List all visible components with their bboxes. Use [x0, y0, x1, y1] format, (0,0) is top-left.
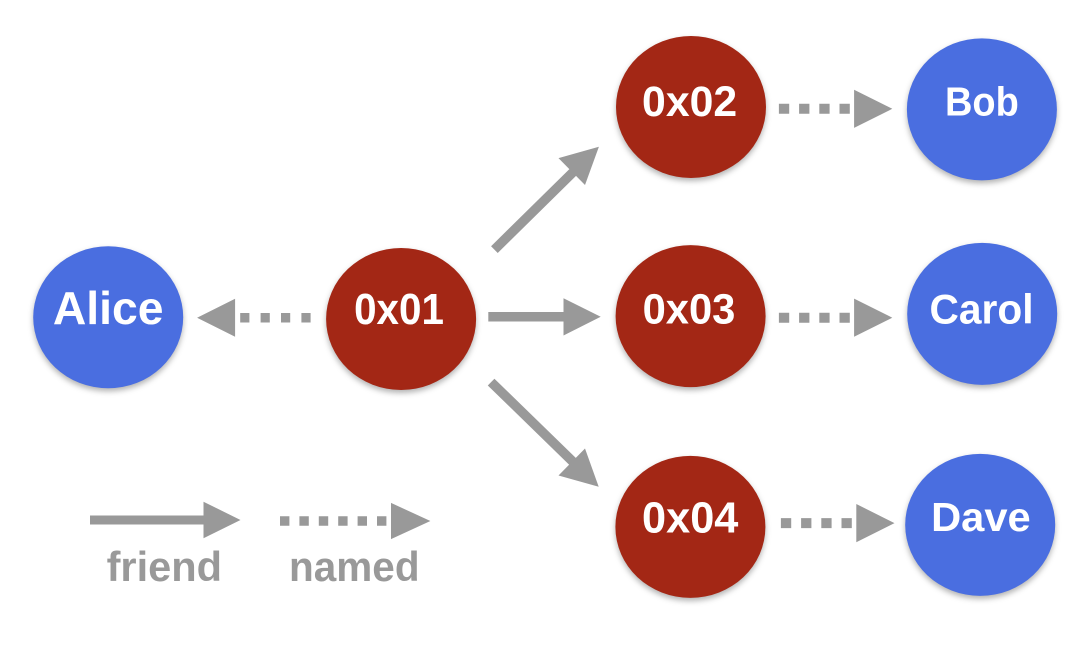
svg-text:0x03: 0x03: [643, 286, 736, 334]
svg-text:Alice: Alice: [53, 282, 164, 334]
svg-text:0x01: 0x01: [354, 285, 444, 334]
svg-text:0x04: 0x04: [642, 493, 739, 542]
svg-text:Dave: Dave: [931, 494, 1031, 540]
svg-text:Carol: Carol: [930, 286, 1034, 333]
svg-text:Bob: Bob: [945, 78, 1019, 124]
svg-text:0x02: 0x02: [642, 78, 737, 126]
svg-text:friend: friend: [107, 543, 222, 590]
svg-text:named: named: [289, 543, 420, 590]
